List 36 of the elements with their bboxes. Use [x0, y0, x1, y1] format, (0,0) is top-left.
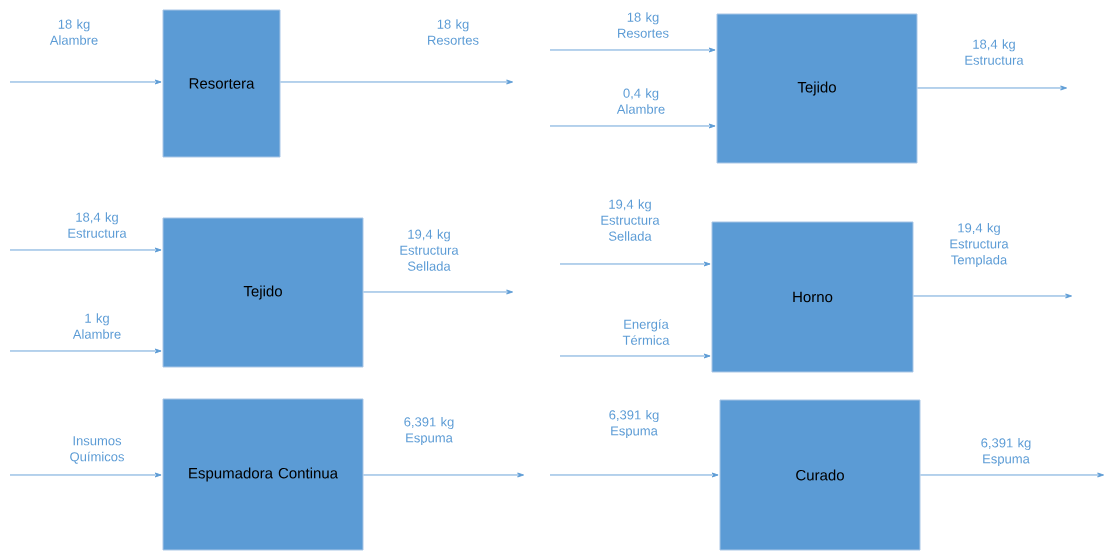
edge-label: 18,4 kg Estructura — [68, 212, 127, 238]
process-box: Curado — [719, 399, 921, 551]
arrow — [913, 293, 1072, 299]
process-box: Resortera — [162, 9, 281, 158]
edge-label: 6,391 kg Espuma — [404, 416, 454, 446]
arrow — [549, 47, 716, 53]
edge-label: Energía Térmica — [622, 319, 670, 345]
process-box: Tejido — [716, 13, 918, 164]
edge-label: 6,391 kg Espuma — [981, 437, 1031, 467]
arrow — [9, 472, 162, 478]
edge-label: 19,4 kg Estructura Templada — [950, 222, 1009, 268]
arrow — [549, 472, 719, 478]
edge-label: 18 kg Alambre — [49, 19, 98, 45]
edge-label: Insumos Químicos — [70, 436, 124, 464]
edge-label: 0,4 kg Alambre — [616, 88, 665, 114]
edge-label: 18 kg Resortes — [428, 19, 479, 45]
arrow — [363, 289, 514, 295]
arrow — [917, 85, 1067, 91]
arrow — [9, 348, 162, 354]
arrow — [549, 123, 716, 129]
edge-label: 6,391 kg Espuma — [609, 409, 659, 439]
edge-label: 18,4 kg Estructura — [965, 39, 1024, 65]
arrow — [363, 472, 525, 478]
edge-label: 1 kg Alambre — [72, 313, 121, 339]
process-box: Horno — [711, 221, 914, 373]
edge-label: 18 kg Resortes — [618, 12, 669, 38]
arrow — [280, 79, 514, 85]
arrow — [9, 247, 162, 253]
arrow — [9, 79, 162, 85]
edge-label: 19,4 kg Estructura Sellada — [601, 199, 660, 241]
process-box: Espumadora Continua — [162, 398, 364, 551]
process-box: Tejido — [162, 217, 364, 368]
edge-label: 19,4 kg Estructura Sellada — [400, 229, 459, 271]
arrow — [920, 472, 1104, 478]
arrow — [559, 353, 711, 359]
arrow — [559, 261, 711, 267]
